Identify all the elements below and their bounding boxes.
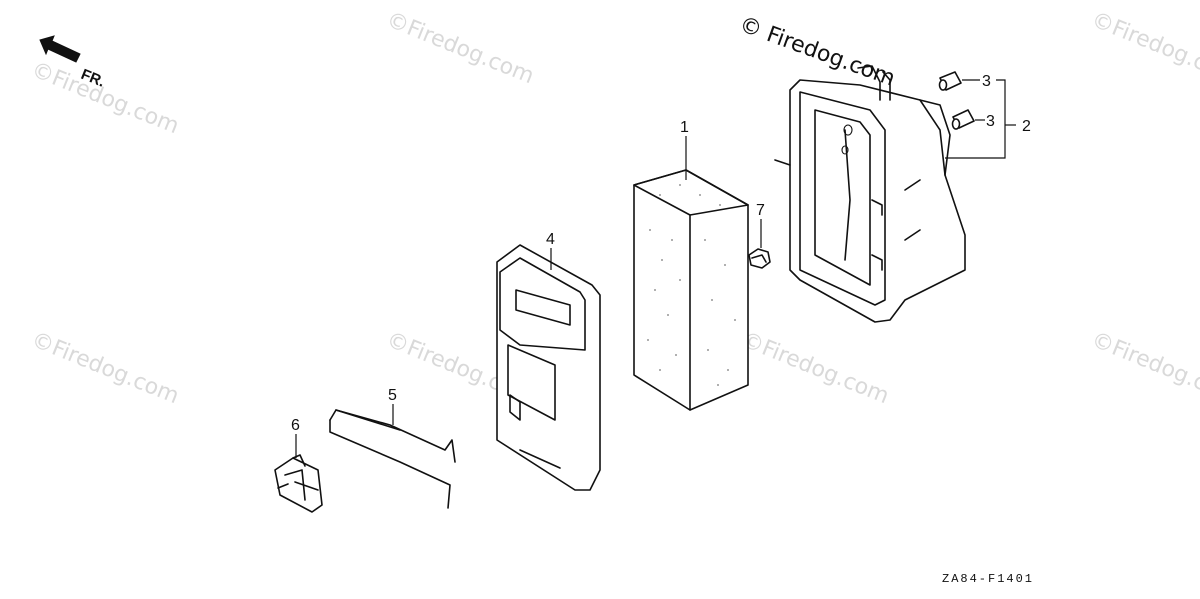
collar-part [938,71,962,91]
air-cleaner-case-part [774,65,966,323]
callout-labels: 1 2 3 3 4 5 6 7 [291,73,1031,434]
callout-6: 6 [291,417,300,434]
callout-4: 4 [546,231,555,248]
watermark-text: ©Firedog.com [383,7,538,89]
callout-2: 2 [1022,118,1031,135]
nut-part [748,248,771,269]
watermark-text: ©Firedog.com [1088,7,1200,89]
callout-7: 7 [756,202,765,219]
leader-lines [295,79,1016,458]
watermark-text: ©Firedog.com [1088,327,1200,409]
watermark-layer: ©Firedog.com ©Firedog.com ©Firedog.com ©… [28,7,1200,409]
foam-element-part [633,169,749,411]
collar-part [951,109,975,130]
header-watermark: © Firedog.com [736,12,898,91]
callout-3a: 3 [982,73,991,90]
watermark-text: ©Firedog.com [738,327,893,409]
wire-clip-part [329,409,456,509]
callout-3b: 3 [986,113,995,130]
callout-1: 1 [680,119,689,136]
diagram-code: ZA84-F1401 [942,572,1034,586]
clamp-part [274,454,323,513]
callout-5: 5 [388,387,397,404]
watermark-text: ©Firedog.com [28,327,183,409]
watermark-text: ©Firedog.com [28,57,183,139]
air-cleaner-cover-part [496,244,601,491]
